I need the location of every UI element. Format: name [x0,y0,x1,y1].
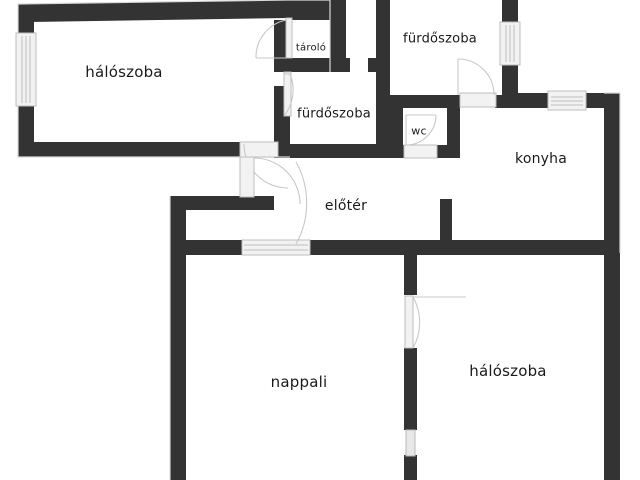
wall-bedroom-south-edge [18,142,244,157]
wall-eloter-south-far [445,240,605,255]
wall-furdoszoba-east [376,72,390,158]
wall-kitchen-north-left [515,93,549,108]
doors-group [239,17,497,349]
windows-group [15,21,587,457]
wall-nappali-bedroom-mid [404,348,417,430]
wall-bedroom-top [18,0,288,22]
wall-eloter-south-left [170,240,242,255]
wall-north-bath-south [376,95,460,108]
window-bedroom-west [15,32,37,107]
wall-tarolo-east [330,0,346,72]
window-kitchen-north [547,90,587,111]
wall-nappali-west [170,240,186,480]
door-furdoszoba-also [283,71,294,117]
wall-furdoszoba-north-left [336,58,350,72]
wall-bath-kitchen-divider-lower [502,64,518,108]
door-eloter-nappali [241,161,311,256]
wall-lower-bedroom-east [604,253,620,480]
wall-wc-south-right [437,145,460,158]
wall-bedroom-top-right [288,0,330,20]
wall-bath-kitchen-divider-upper [502,0,518,23]
wall-furdoszoba-south [274,144,390,158]
door-eloter-north [239,156,301,205]
wall-eloter-south-right [310,240,445,255]
wall-bedroom-west-upper [18,4,34,34]
door-tarolo [255,17,293,59]
door-furdoszoba-felso [457,58,497,108]
wall-eloter-kitchen-stub [440,199,452,244]
wall-tarolo-south [274,58,336,72]
door-halószoba-felso [239,141,289,189]
door-wc [403,114,438,159]
wall-nappali-bedroom-upper [404,253,417,295]
wall-nappali-bedroom-lower [404,455,417,480]
window-bath-north [499,21,521,66]
wall-north-bath-west [376,0,390,60]
wall-wc-south-left [390,145,404,158]
wall-eloter-north-step [170,196,274,210]
door-halószoba-also [404,295,466,349]
wall-furdoszoba-north-right [368,58,390,72]
window-bedroom-south-east [405,429,416,457]
wall-kitchen-east [604,93,620,253]
walls-group [17,0,621,480]
